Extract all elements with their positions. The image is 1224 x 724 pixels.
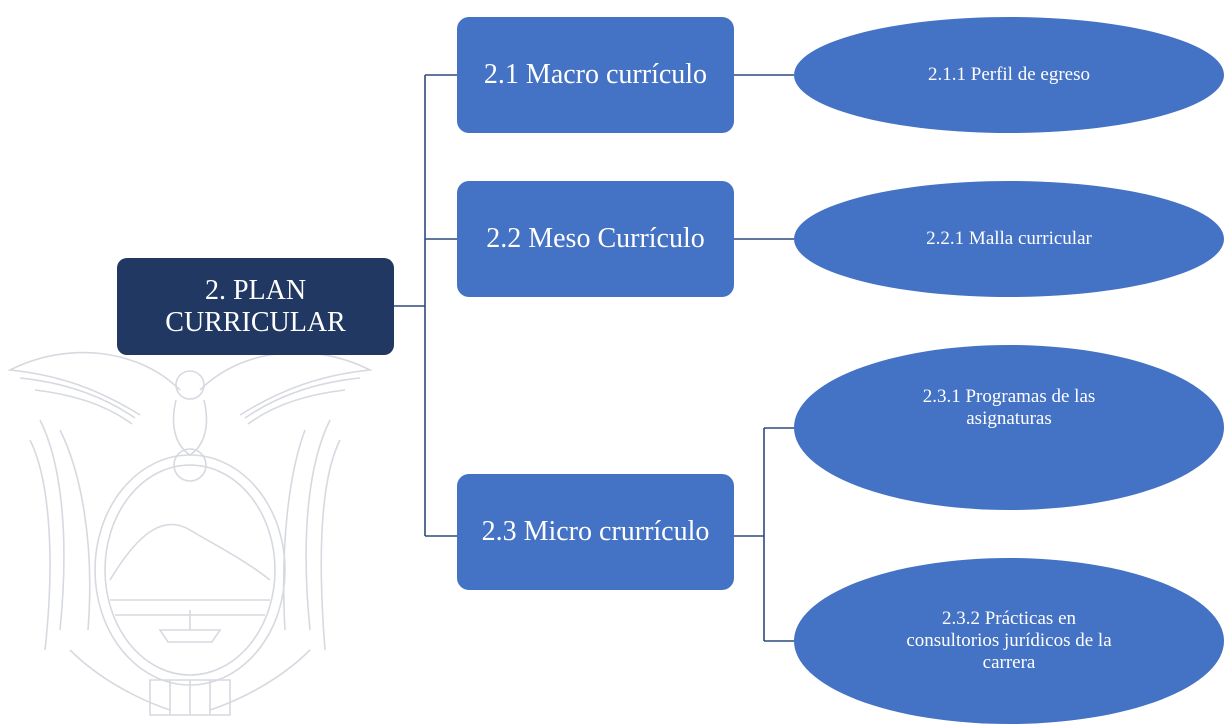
node-meso-curriculo: 2.2 Meso Currículo <box>457 181 734 297</box>
node-malla-curricular: 2.2.1 Malla curricular <box>794 181 1224 297</box>
node-programas-asignaturas-label: 2.3.1 Programas de las asignaturas <box>922 385 1096 429</box>
node-programas-asignaturas: 2.3.1 Programas de las asignaturas <box>794 345 1224 510</box>
node-perfil-de-egreso: 2.1.1 Perfil de egreso <box>794 17 1224 133</box>
node-macro-curriculo: 2.1 Macro currículo <box>457 17 734 133</box>
node-practicas-consultorios: 2.3.2 Prácticas en consultorios jurídico… <box>794 558 1224 724</box>
node-practicas-consultorios-label: 2.3.2 Prácticas en consultorios jurídico… <box>906 608 1112 673</box>
node-meso-curriculo-label: 2.2 Meso Currículo <box>486 223 705 254</box>
node-micro-curriculo: 2.3 Micro crurrículo <box>457 474 734 590</box>
node-malla-curricular-label: 2.2.1 Malla curricular <box>926 228 1092 249</box>
node-perfil-de-egreso-label: 2.1.1 Perfil de egreso <box>928 64 1090 85</box>
node-macro-curriculo-label: 2.1 Macro currículo <box>483 59 708 90</box>
root-node-label: 2. PLAN CURRICULAR <box>165 274 346 338</box>
node-micro-curriculo-label: 2.3 Micro crurrículo <box>481 516 710 547</box>
coat-of-arms-watermark-icon <box>7 351 373 716</box>
root-node-plan-curricular: 2. PLAN CURRICULAR <box>117 258 394 355</box>
